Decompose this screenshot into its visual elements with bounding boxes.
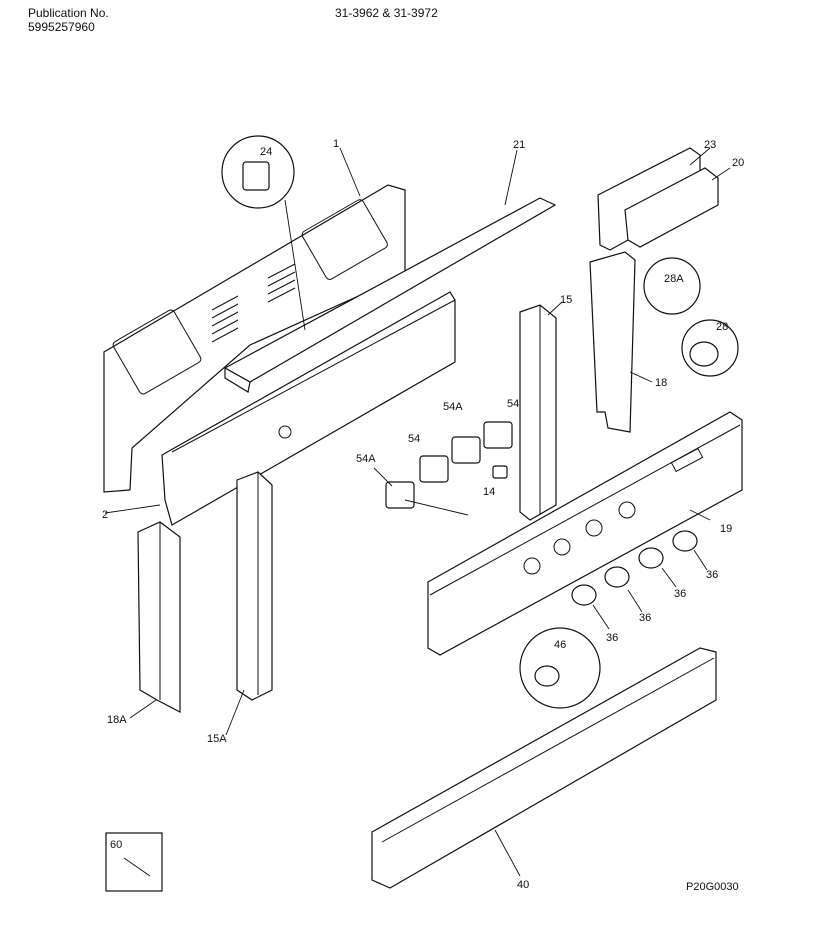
leader-lines (104, 147, 731, 877)
detail-24-switch (221, 135, 295, 209)
part-19-control-panel (427, 411, 743, 656)
diagram-code: P20G0030 (686, 881, 739, 893)
model-numbers: 31-3962 & 31-3972 (335, 6, 438, 20)
callout-36-b: 36 (639, 612, 651, 624)
callout-23: 23 (704, 139, 716, 151)
knob-36-d (672, 530, 698, 552)
callout-15: 15 (560, 294, 572, 306)
part-60-screw-box (105, 832, 163, 892)
callout-36-d: 36 (706, 569, 718, 581)
knob-36-a (571, 584, 597, 606)
callout-20: 20 (732, 157, 744, 169)
knob-36-c (638, 547, 664, 569)
callout-54a-top: 54A (443, 401, 463, 413)
vent-slots-right (267, 263, 296, 303)
callout-60: 60 (110, 839, 122, 851)
callout-2: 2 (102, 509, 108, 521)
part-21-bracket (223, 197, 557, 393)
part-2-lower-bracket (161, 291, 456, 526)
callout-28: 28 (716, 321, 728, 333)
callout-15a: 15A (207, 733, 227, 745)
part-18a-side-trim (137, 521, 181, 713)
callout-21: 21 (513, 139, 525, 151)
callout-18a: 18A (107, 714, 127, 726)
callout-28a: 28A (664, 273, 684, 285)
callout-24: 24 (260, 146, 272, 158)
publication-label: Publication No. (28, 6, 109, 20)
callout-36-a: 36 (606, 632, 618, 644)
callout-19: 19 (720, 523, 732, 535)
part-1-back-panel (103, 184, 406, 493)
part-40-kick-panel (371, 647, 717, 889)
callout-54-top: 54 (507, 398, 519, 410)
publication-number: 5995257960 (28, 20, 95, 34)
callout-46: 46 (554, 639, 566, 651)
switch-54-top (483, 421, 513, 449)
callout-36-c: 36 (674, 588, 686, 600)
part-15a-bracket (236, 471, 273, 701)
switch-54a-top (451, 436, 481, 464)
callout-18: 18 (655, 377, 667, 389)
part-14-connector (492, 465, 508, 479)
callout-labels: 1 21 24 23 20 28A 28 15 18 54A 54 54 54A… (102, 138, 744, 893)
callout-54a-left: 54A (356, 453, 376, 465)
callout-54-left: 54 (408, 433, 420, 445)
callout-1: 1 (333, 138, 339, 150)
part-15-bracket (519, 304, 557, 521)
callout-40: 40 (517, 879, 529, 891)
detail-28 (681, 319, 739, 377)
knob-36-b (604, 566, 630, 588)
vent-slots-left (211, 295, 239, 343)
switch-54a-left (385, 481, 415, 509)
part-20-clock-board (624, 167, 719, 248)
part-18-side-trim (589, 251, 636, 433)
switch-54-left (419, 455, 449, 483)
callout-14: 14 (483, 486, 495, 498)
detail-46-knob (519, 627, 601, 709)
detail-28a (643, 257, 701, 315)
